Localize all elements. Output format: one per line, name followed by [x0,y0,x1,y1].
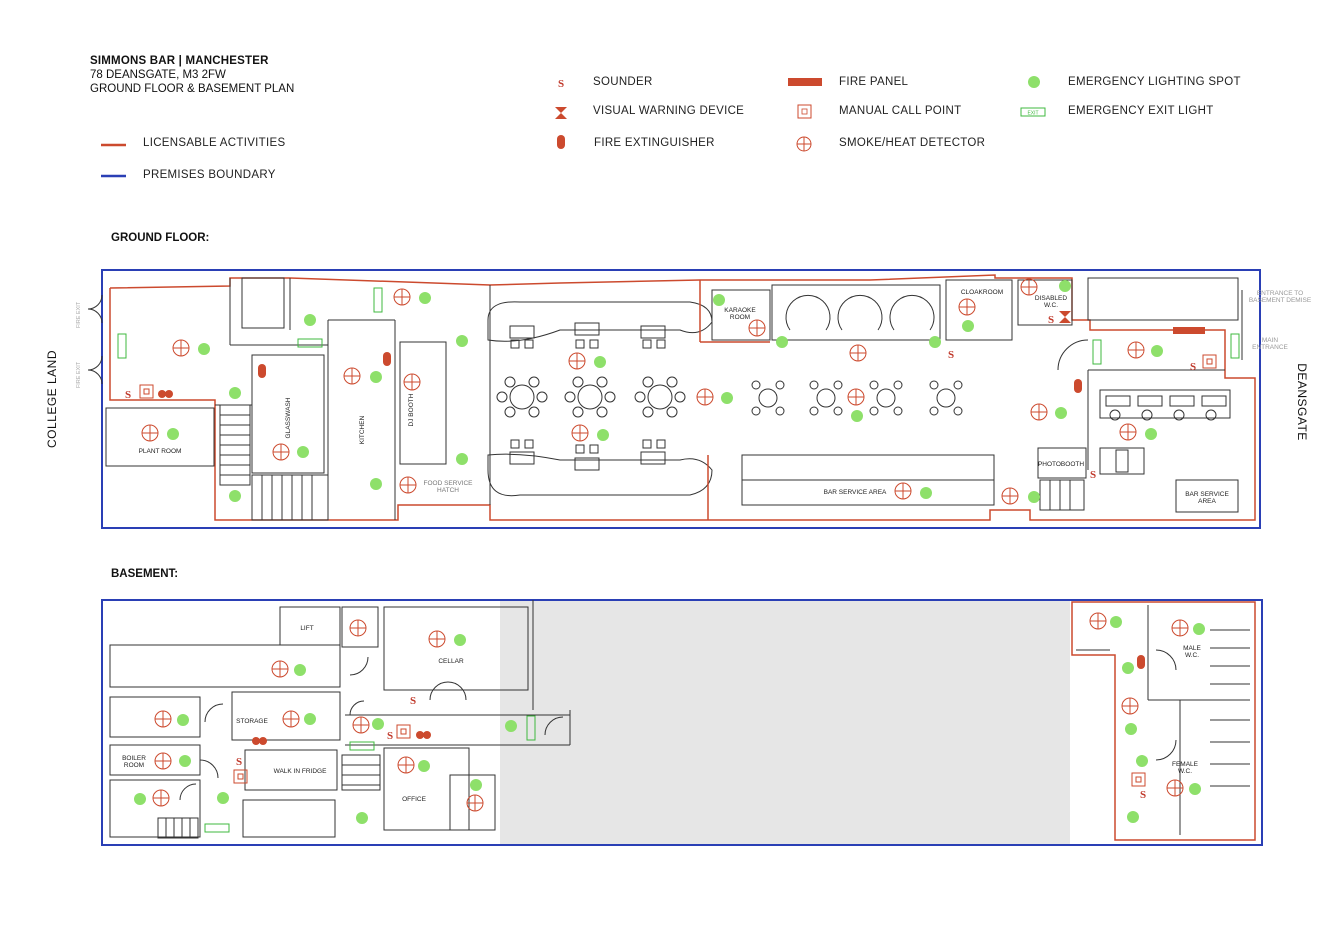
legend-sounder: SOUNDER [593,76,653,88]
label-storage: STORAGE [236,718,268,725]
svg-text:BASEMENT DEMISE: BASEMENT DEMISE [1249,297,1312,304]
label-food-hatch: FOOD SERVICE [423,480,473,487]
label-glasswash: GLASSWASH [285,397,292,438]
label-office: OFFICE [402,796,426,803]
svg-text:S: S [948,349,954,361]
label-boiler-room: BOILER [122,755,146,762]
svg-text:AREA: AREA [1198,498,1216,505]
svg-text:S: S [387,730,393,742]
label-plant-room: PLANT ROOM [139,448,182,455]
label-fire-exit-1: FIRE EXIT [76,301,82,328]
legend-visual-warning: VISUAL WARNING DEVICE [593,105,745,117]
ground-exit-lights [117,287,1240,365]
ground-call-points [139,354,1217,399]
basement-void [500,601,1070,844]
label-cellar: CELLAR [438,658,464,665]
basement-licensable-outline [1071,601,1256,841]
svg-text:S: S [410,695,416,707]
basement-extinguishers [252,655,1145,745]
svg-text:W.C.: W.C. [1178,768,1192,775]
svg-text:W.C.: W.C. [1185,652,1199,659]
ground-detectors [141,278,1145,505]
label-walk-in-fridge: WALK IN FRIDGE [274,768,328,775]
label-disabled-wc: DISABLED [1035,295,1067,302]
basement-emergency-lights [134,616,1205,824]
legend-detector: SMOKE/HEAT DETECTOR [839,137,986,149]
label-cloakroom: CLOAKROOM [961,289,1003,296]
svg-text:ROOM: ROOM [730,314,750,321]
ground-licensable-outline [109,274,1256,521]
round-tables [496,339,963,454]
legend-fire-panel: FIRE PANEL [839,76,909,88]
ground-emergency-lights [167,280,1163,503]
legend-boundary: PREMISES BOUNDARY [143,169,276,181]
venue-name: SIMMONS BAR | MANCHESTER [90,55,269,67]
label-bar-service-area: BAR SERVICE AREA [824,489,887,496]
label-dj-booth: DJ BOOTH [408,393,415,426]
svg-text:S: S [125,389,131,401]
svg-text:S: S [1190,361,1196,373]
ground-sounders: S S S S S [125,314,1196,481]
label-karaoke-room: KARAOKE [724,307,756,314]
basement-call-points [233,724,1146,787]
legend-exit-light: EMERGENCY EXIT LIGHT [1068,105,1214,117]
svg-text:S: S [236,756,242,768]
venue-address: 78 DEANSGATE, M3 2FW [90,69,226,81]
legend-extinguisher: FIRE EXTINGUISHER [594,137,715,149]
svg-text:HATCH: HATCH [437,487,459,494]
svg-text:S: S [1090,469,1096,481]
ground-extinguishers [158,352,1082,398]
label-bar-service-area-2: BAR SERVICE [1185,491,1229,498]
legend-call-point: MANUAL CALL POINT [839,105,962,117]
label-fire-exit-2: FIRE EXIT [76,361,82,388]
label-female-wc: FEMALE [1172,761,1199,768]
legend-emergency-light: EMERGENCY LIGHTING SPOT [1068,76,1241,88]
label-main-entrance: MAIN [1262,337,1279,344]
basement-premises-boundary [101,599,1263,846]
legend-licensable: LICENSABLE ACTIVITIES [143,137,286,149]
basement-detectors [152,612,1189,812]
svg-text:ROOM: ROOM [124,762,144,769]
svg-text:W.C.: W.C. [1044,302,1058,309]
label-kitchen: KITCHEN [359,415,366,444]
label-entrance-basement: ENTRANCE TO [1257,290,1303,297]
label-photobooth: PHOTOBOOTH [1038,461,1084,468]
label-male-wc: MALE [1183,645,1201,652]
ground-visual-warning [1059,311,1071,323]
plan-subtitle: GROUND FLOOR & BASEMENT PLAN [90,83,295,95]
label-lift: LIFT [300,625,313,632]
ground-floor-heading: GROUND FLOOR: [111,232,210,244]
basement-exit-lights [204,715,536,833]
fire-panel [1173,327,1205,334]
svg-text:ENTRANCE: ENTRANCE [1252,344,1288,351]
basement-sounders: S S S S [236,695,1146,801]
ground-premises-boundary [101,269,1261,529]
svg-text:S: S [1048,314,1054,326]
svg-text:S: S [1140,789,1146,801]
title-block: SIMMONS BAR | MANCHESTER 78 DEANSGATE, M… [90,54,294,96]
basement-heading: BASEMENT: [111,568,179,580]
